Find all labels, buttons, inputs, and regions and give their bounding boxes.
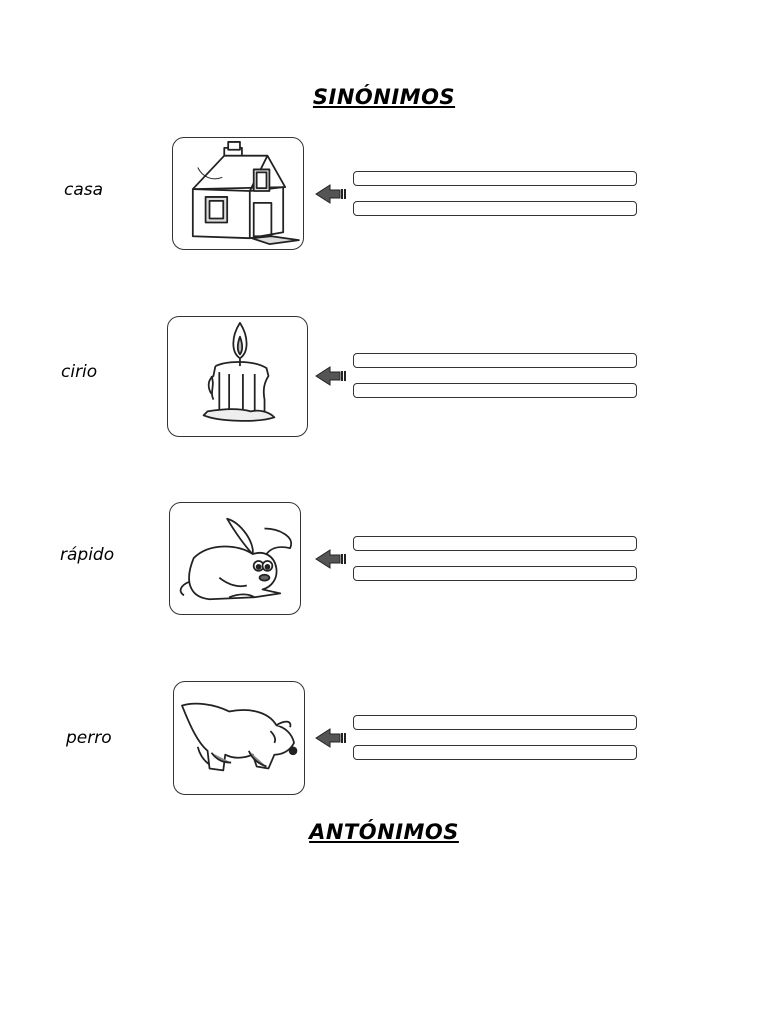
word-rapido: rápido <box>60 545 115 565</box>
answer-line-1a[interactable] <box>353 171 637 186</box>
word-perro: perro <box>66 728 112 748</box>
house-icon <box>172 137 304 250</box>
answer-line-4b[interactable] <box>353 745 637 760</box>
answer-line-3b[interactable] <box>353 566 637 581</box>
rabbit-icon <box>169 502 301 615</box>
answer-line-2b[interactable] <box>353 383 637 398</box>
answer-line-2a[interactable] <box>353 353 637 368</box>
answer-line-1b[interactable] <box>353 201 637 216</box>
dog-icon <box>173 681 305 795</box>
arrow-left-icon <box>315 184 346 204</box>
word-cirio: cirio <box>61 362 98 382</box>
arrow-left-icon <box>315 728 346 748</box>
synonyms-heading: SINÓNIMOS <box>312 85 456 109</box>
answer-line-3a[interactable] <box>353 536 637 551</box>
arrow-left-icon <box>315 366 346 386</box>
word-casa: casa <box>64 180 104 200</box>
answer-line-4a[interactable] <box>353 715 637 730</box>
arrow-left-icon <box>315 549 346 569</box>
candle-icon <box>167 316 308 437</box>
antonyms-heading: ANTÓNIMOS <box>309 820 459 844</box>
